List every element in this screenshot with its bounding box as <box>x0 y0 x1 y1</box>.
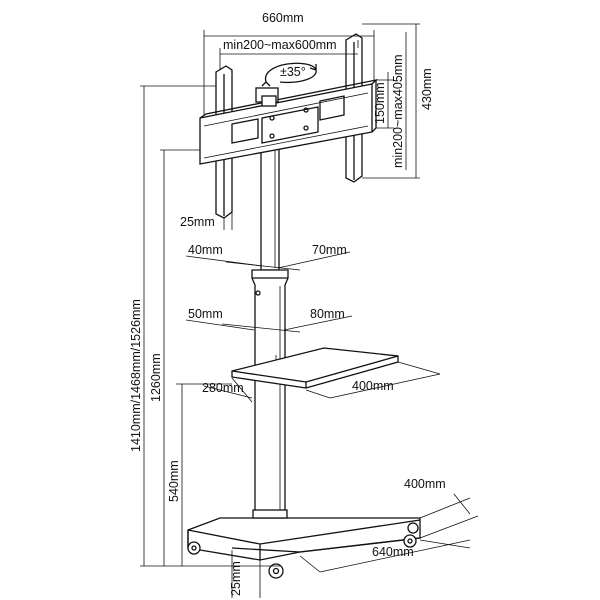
label-lower-pole-width: 80mm <box>310 307 345 321</box>
label-bracket-width: 660mm <box>262 11 304 25</box>
dim-left-verticals <box>140 85 280 567</box>
dim-bracket-depth <box>223 212 233 230</box>
label-base-width: 640mm <box>372 545 414 559</box>
tilt-rotation-arrow <box>261 62 317 87</box>
label-total-height: 1410mm/1468mm/1526mm <box>129 299 143 452</box>
label-shelf-height: 540mm <box>167 460 181 502</box>
dim-bracket-width <box>203 30 375 116</box>
label-vesa-vertical: min200~max405mm <box>391 54 405 168</box>
caster-wheels <box>187 522 419 579</box>
label-shelf-width: 400mm <box>352 379 394 393</box>
label-upper-pole-width: 70mm <box>312 243 347 257</box>
label-tilt: ±35° <box>280 65 306 79</box>
dim-upper-pole <box>185 251 351 271</box>
monitor-bracket <box>199 33 378 219</box>
label-bracket-total-height: 430mm <box>420 68 434 110</box>
dim-vesa-horizontal <box>219 40 359 70</box>
label-base-thickness: 25mm <box>229 561 243 596</box>
label-lower-pole-depth: 50mm <box>188 307 223 321</box>
dim-base <box>231 493 479 598</box>
upper-pole <box>260 147 280 271</box>
label-base-depth: 400mm <box>404 477 446 491</box>
label-shelf-depth: 280mm <box>202 381 244 395</box>
label-bracket-depth: 25mm <box>180 215 215 229</box>
label-vesa-horizontal: min200~max600mm <box>223 38 337 52</box>
dim-right-verticals <box>362 23 420 179</box>
label-arm-height: 150mm <box>373 82 387 124</box>
label-mount-height: 1260mm <box>149 353 163 402</box>
dim-shelf <box>203 361 441 403</box>
dim-lower-pole <box>185 315 353 333</box>
base-plate <box>187 517 421 561</box>
lower-pole <box>251 269 289 519</box>
label-upper-pole-depth: 40mm <box>188 243 223 257</box>
